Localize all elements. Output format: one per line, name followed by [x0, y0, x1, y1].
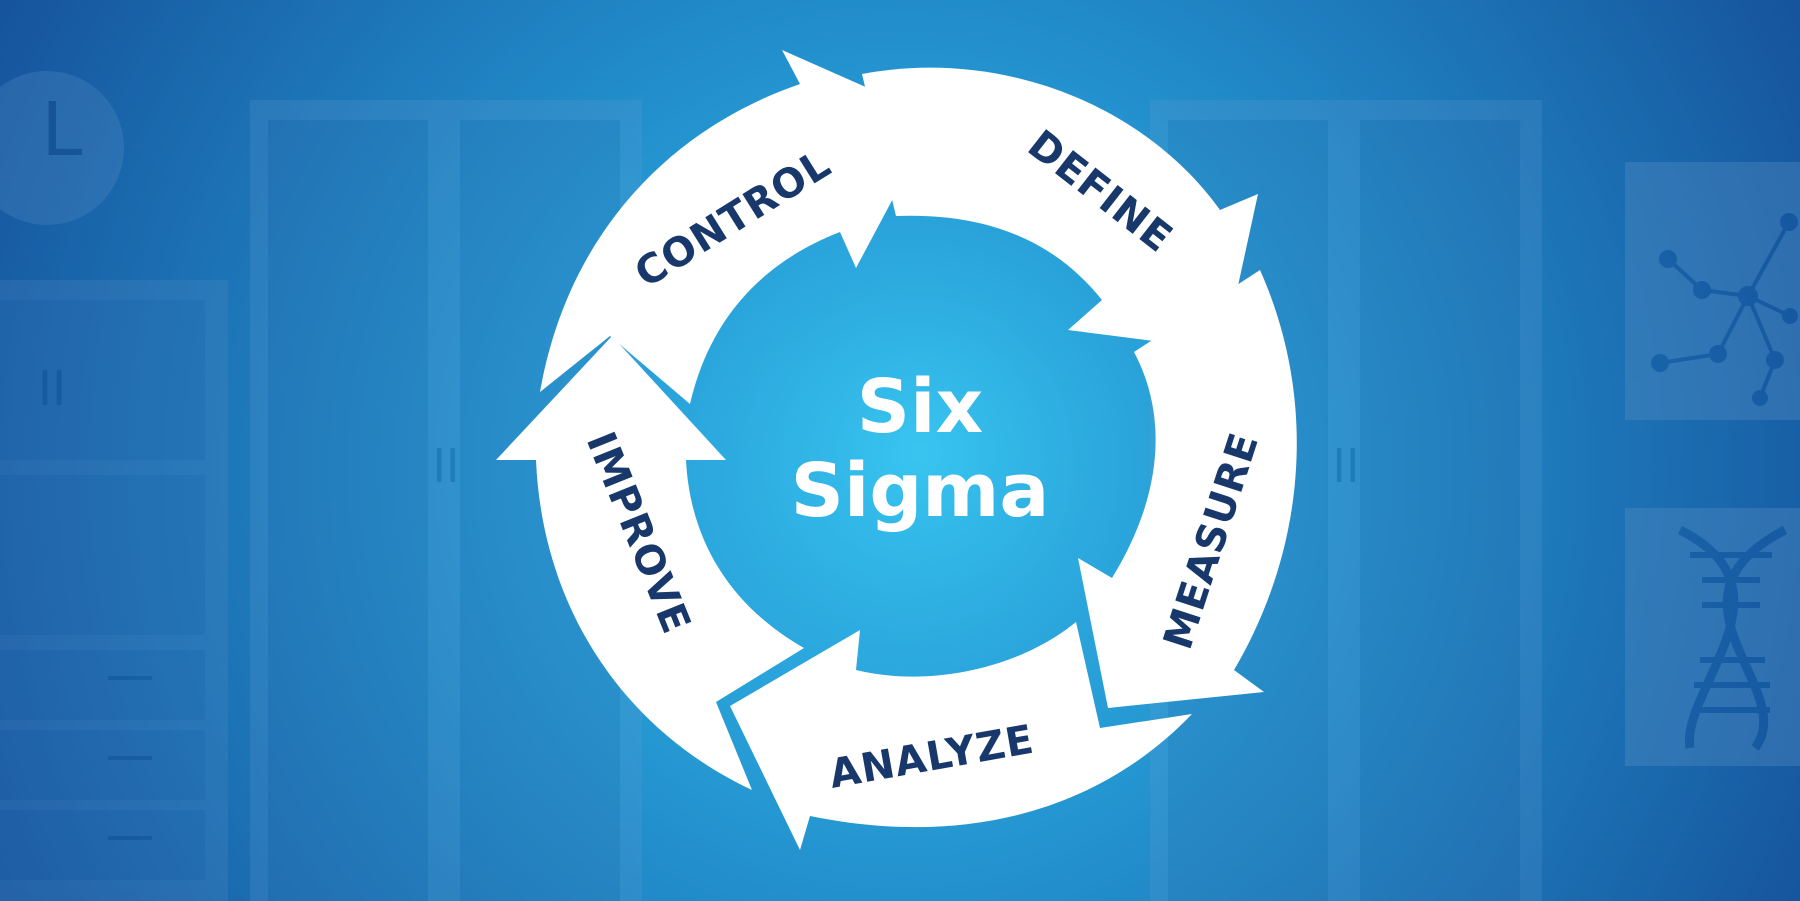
cabinet-icon: II [0, 280, 228, 901]
arrow-define [862, 67, 1258, 350]
center-glow [680, 210, 1160, 690]
molecule-network-icon [1625, 162, 1800, 420]
clock-letter: L [41, 87, 82, 173]
clock-icon: L [0, 71, 124, 225]
arrow-improve [496, 336, 804, 790]
dna-helix-icon [1625, 508, 1800, 766]
book-mark-1: II [38, 361, 66, 417]
book-mark-2: II [432, 439, 459, 493]
center-title-line2: Sigma [791, 448, 1050, 534]
cycle-arrows [496, 50, 1297, 850]
center-title-line1: Six [857, 364, 983, 450]
arrow-analyze [730, 622, 1192, 850]
book-mark-3: II [1332, 439, 1359, 493]
arrow-measure [1078, 270, 1297, 708]
arrow-control [540, 50, 936, 404]
